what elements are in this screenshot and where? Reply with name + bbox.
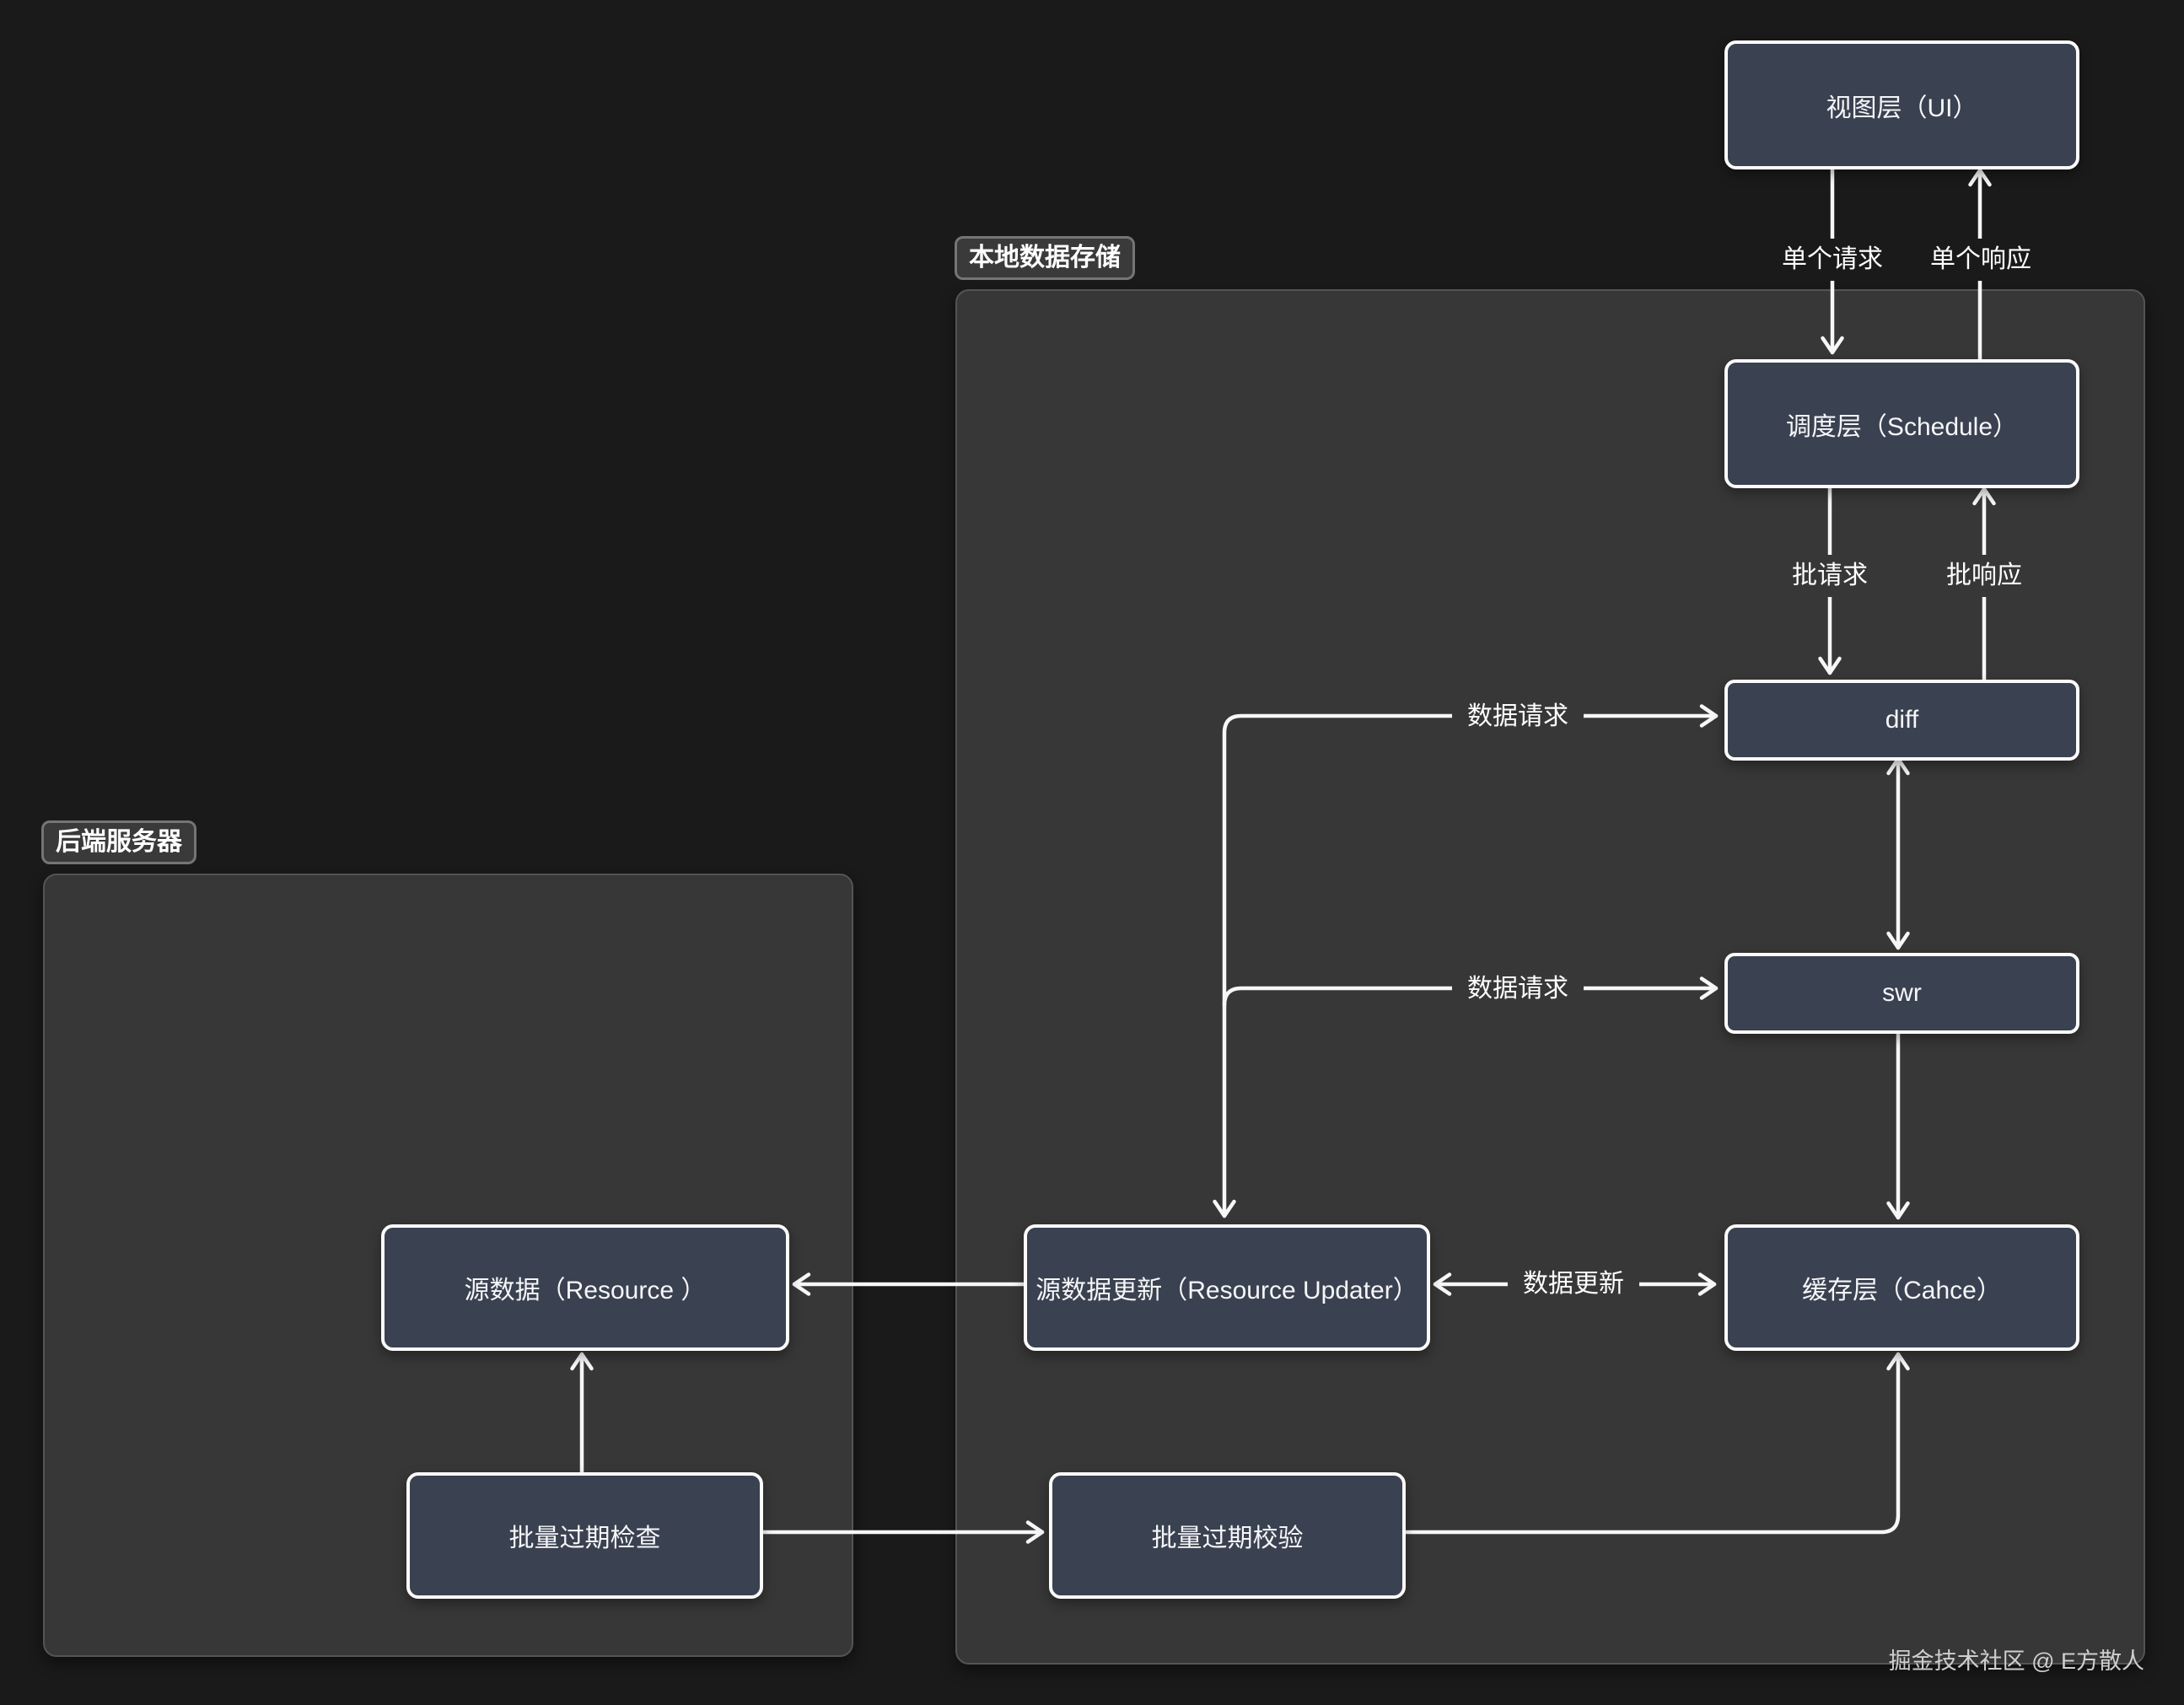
node-batch-expiry-verify: 批量过期校验 <box>1049 1472 1406 1599</box>
edge-data-request-branch-to-swr <box>1222 976 1719 1008</box>
edge-label-data-request-swr: 数据请求 <box>1452 968 1584 1010</box>
node-batch-expiry-check: 批量过期检查 <box>406 1472 763 1599</box>
node-resource-updater: 源数据更新（Resource Updater） <box>1024 1224 1430 1351</box>
node-diff: diff <box>1724 680 2079 761</box>
watermark-credit: 掘金技术社区 @ E方散人 <box>1888 1649 2144 1674</box>
node-swr: swr <box>1724 953 2079 1034</box>
group-label-local-data-storage: 本地数据存储 <box>955 236 1135 280</box>
edge-label-data-update: 数据更新 <box>1508 1263 1639 1305</box>
node-view-layer-ui: 视图层（UI） <box>1724 40 2079 169</box>
node-resource: 源数据（Resource ） <box>381 1224 789 1351</box>
edge-data-request-to-diff-and-updater <box>1213 704 1719 1218</box>
edge-label-data-request-diff: 数据请求 <box>1452 696 1584 738</box>
edge-label-single-request: 单个请求 <box>1767 239 1898 281</box>
node-schedule-layer: 调度层（Schedule） <box>1724 359 2079 488</box>
node-cache-layer: 缓存层（Cahce） <box>1724 1224 2079 1351</box>
edge-label-batch-response: 批响应 <box>1931 555 2037 597</box>
group-label-backend-server: 后端服务器 <box>41 820 196 864</box>
edge-label-batch-request: 批请求 <box>1777 555 1883 597</box>
edge-label-single-response: 单个响应 <box>1915 239 2047 281</box>
edge-verify-to-cache <box>1396 1352 1910 1535</box>
